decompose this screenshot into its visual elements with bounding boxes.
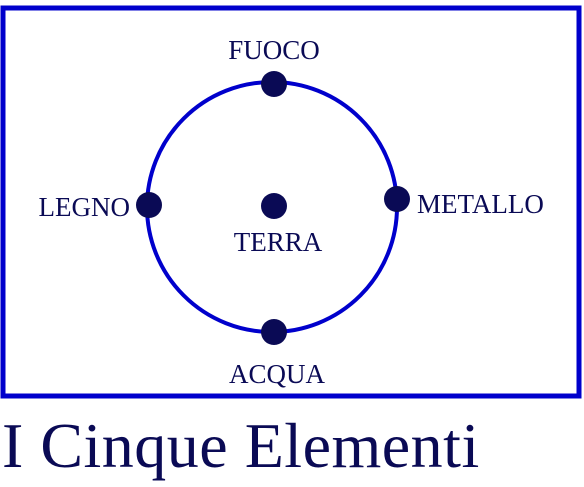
- node-fuoco: [261, 71, 287, 97]
- node-metallo: [384, 186, 410, 212]
- diagram-title: I Cinque Elementi: [2, 410, 480, 481]
- node-legno: [136, 192, 162, 218]
- label-fuoco: FUOCO: [228, 35, 320, 65]
- node-acqua: [261, 319, 287, 345]
- five-elements-diagram: FUOCO LEGNO TERRA METALLO ACQUA: [0, 5, 582, 399]
- label-terra: TERRA: [234, 227, 323, 257]
- diagram-frame: [0, 5, 582, 399]
- label-legno: LEGNO: [39, 192, 130, 222]
- label-metallo: METALLO: [417, 189, 544, 219]
- node-terra: [261, 193, 287, 219]
- label-acqua: ACQUA: [229, 359, 326, 389]
